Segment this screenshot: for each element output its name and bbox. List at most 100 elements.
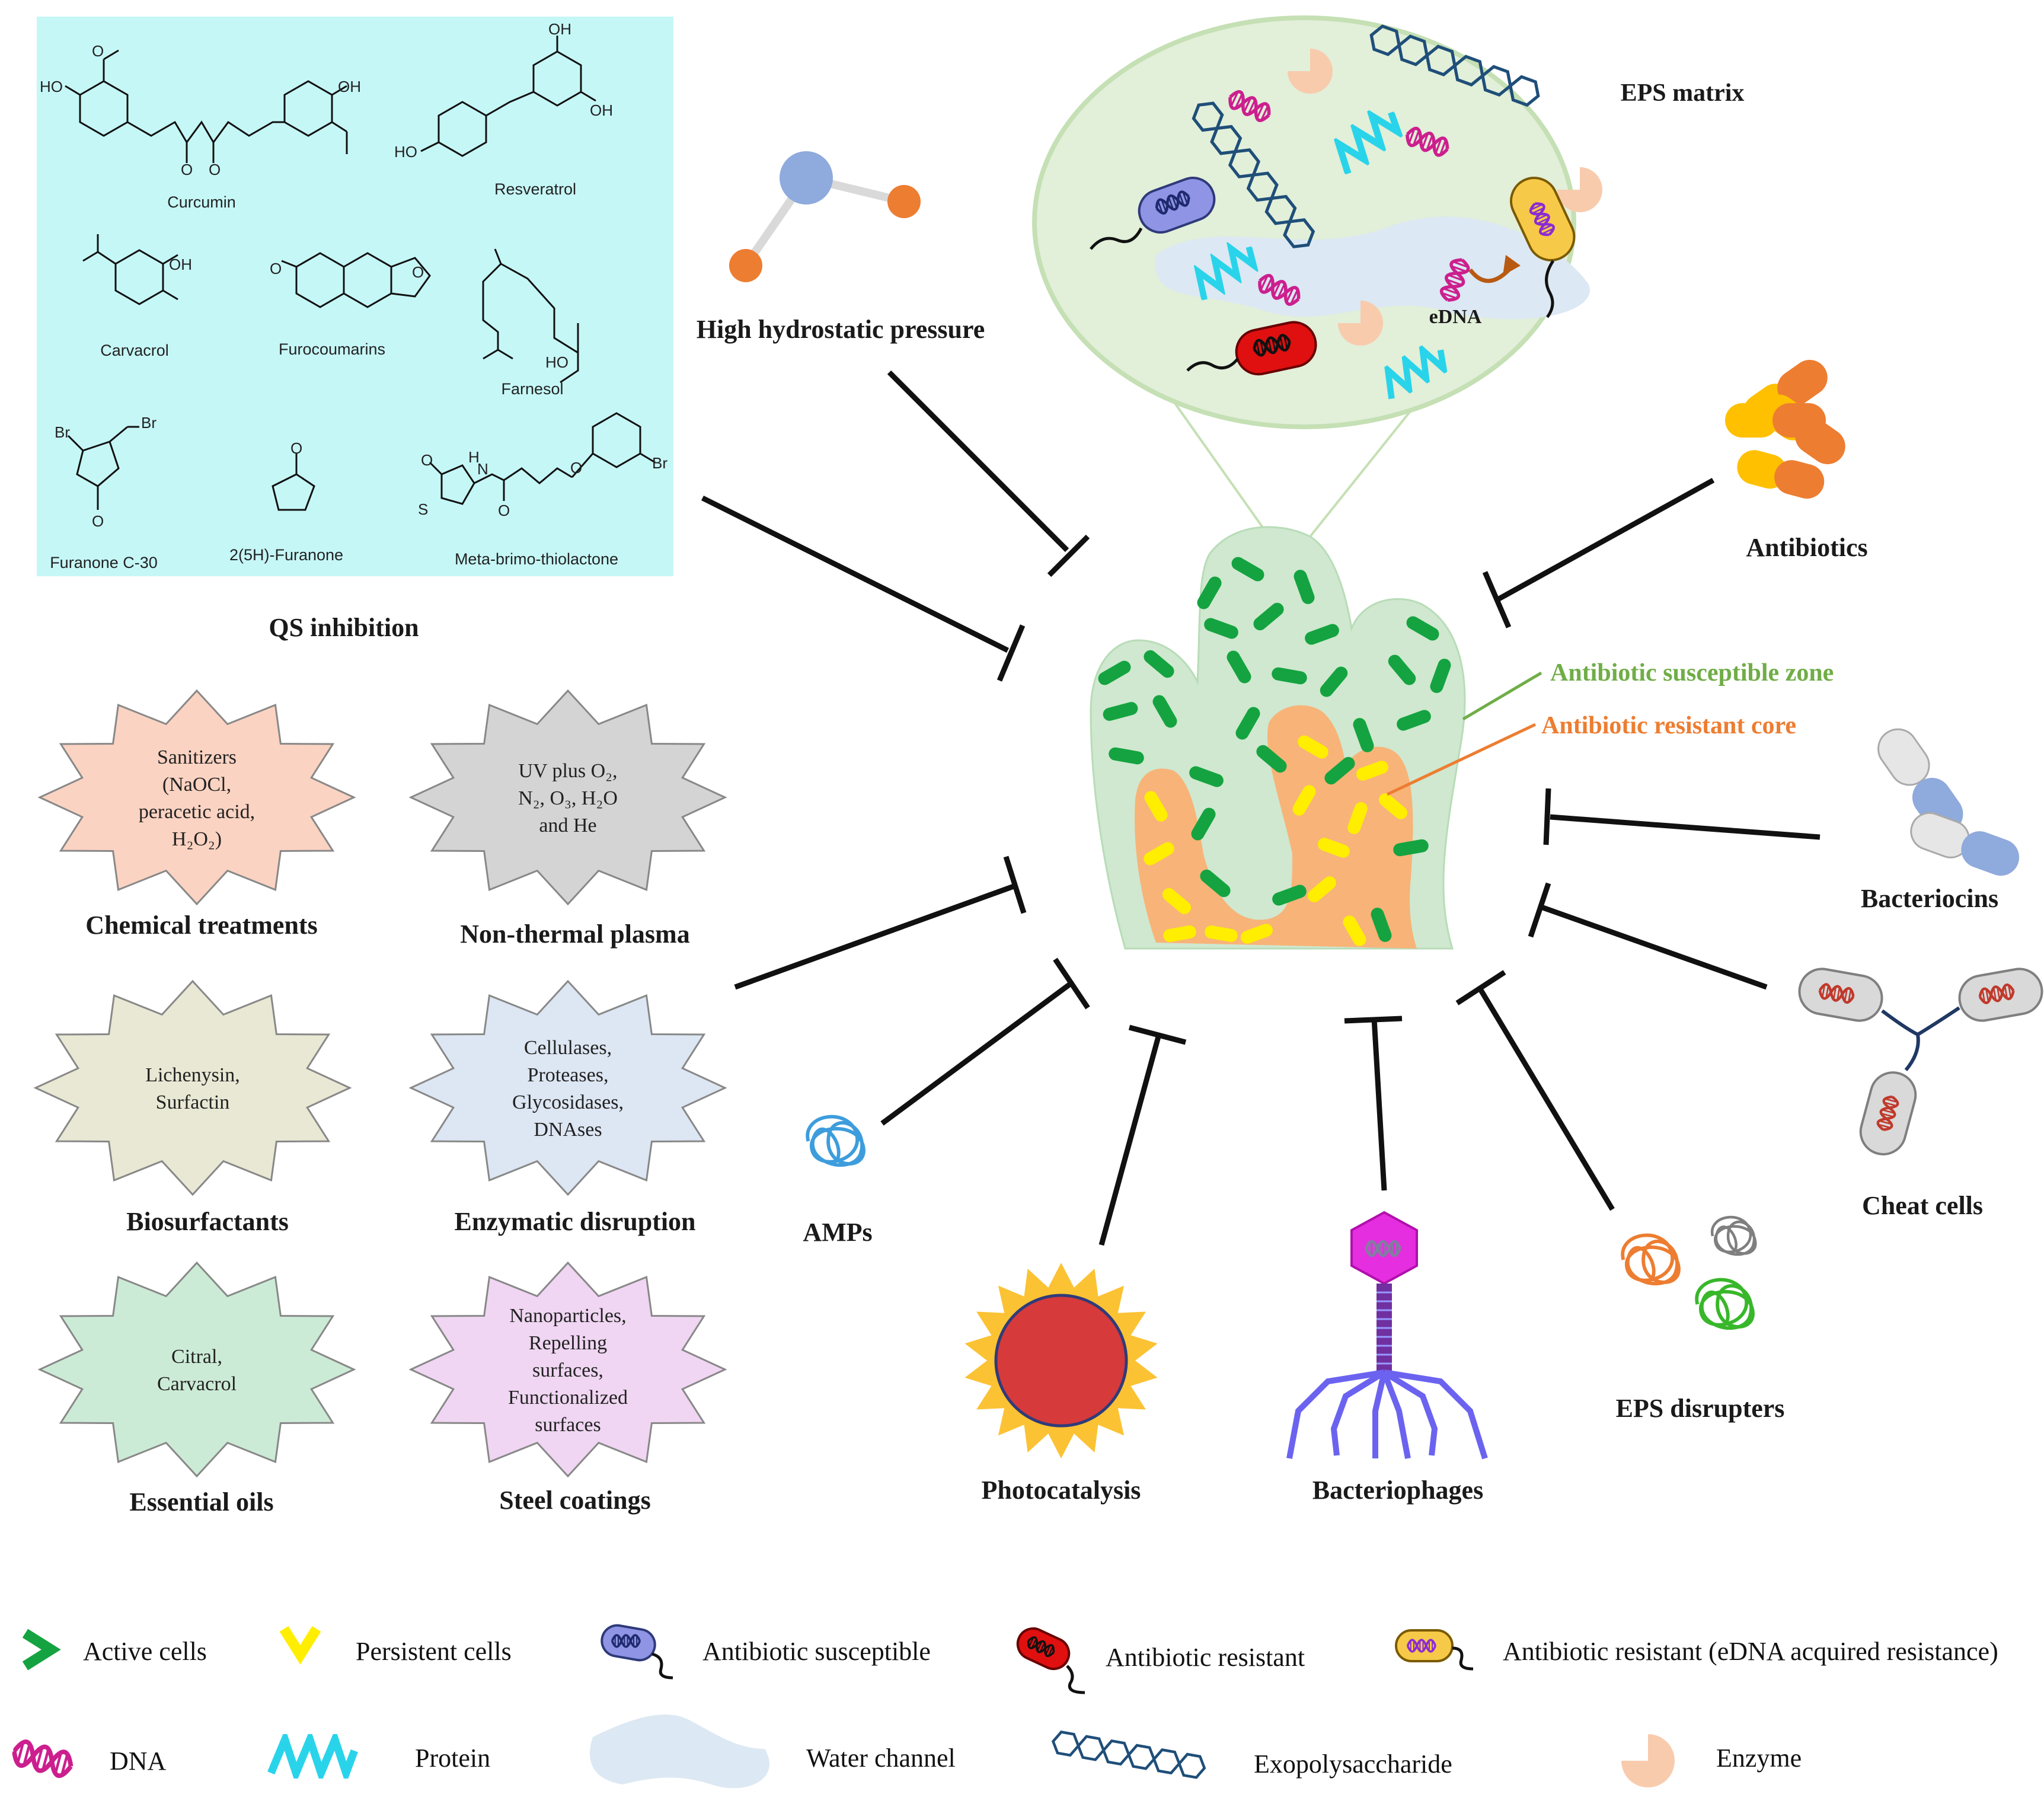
legend-label: Protein [415, 1744, 490, 1773]
compound-name: Resveratrol [494, 180, 576, 198]
active-cell [1253, 602, 1284, 631]
amps-icon: AMPs [803, 1117, 873, 1247]
active-cell [1294, 570, 1315, 604]
atom-label: O [270, 260, 282, 277]
active-cell [1393, 839, 1429, 857]
persistent-cell-icon [284, 1629, 317, 1655]
star-text-line: Carvacrol [157, 1373, 237, 1395]
star-text-line: Functionalized [508, 1387, 628, 1409]
star-text-line: and He [539, 815, 596, 837]
resistant-core-pointer [1386, 723, 1537, 796]
atom-label: OH [590, 101, 613, 119]
star-text-line: (NaOCl, [162, 774, 231, 796]
star-text-line: Citral, [171, 1346, 222, 1368]
atom-label: Br [55, 423, 70, 441]
star-text-line: DNAses [534, 1119, 602, 1141]
star-text-line: surfaces [535, 1414, 601, 1436]
atom-label: O [290, 439, 302, 457]
persistent-cell [1356, 761, 1388, 781]
carvacrol-structure [82, 234, 178, 305]
persistent-cell [1343, 915, 1366, 946]
persistent-cell [1378, 793, 1408, 819]
star-text-line: Sanitizers [157, 746, 237, 768]
antibiotics-icon: Antibiotics [1725, 360, 1868, 562]
active-cell [1235, 707, 1260, 740]
cheat-cells-label: Cheat cells [1862, 1191, 1983, 1220]
dna-icon [11, 1739, 74, 1778]
persistent-cell [1298, 735, 1328, 759]
inhibitor-line-stars [734, 855, 1027, 990]
star-shape [37, 1261, 356, 1478]
persistent-cell [1163, 925, 1196, 942]
thiolactone-structure [429, 412, 656, 505]
atom-label: HO [545, 353, 569, 371]
exopolysaccharide-icon [1051, 1731, 1206, 1779]
hhp-molecule-icon: High hydrostatic pressure [697, 151, 985, 344]
eps-disrupters-icon: EPS disrupters [1616, 1217, 1785, 1423]
biofilm-cells [1098, 557, 1451, 946]
legend-label: Persistent cells [356, 1637, 512, 1666]
treatment-label: Chemical treatments [85, 911, 317, 940]
treatment-label: Essential oils [129, 1487, 273, 1517]
inhibitor-line-hhp [887, 370, 1090, 577]
compound-name: Farnesol [501, 380, 563, 398]
atom-label: O [181, 161, 193, 178]
atom-label: O [209, 161, 221, 178]
active-cell [1200, 869, 1231, 898]
atom-label: OH [338, 78, 361, 95]
active-cell [1109, 747, 1144, 765]
active-cell [1231, 557, 1264, 582]
photocatalysis-icon: Photocatalysis [964, 1263, 1158, 1505]
active-cell [1406, 616, 1439, 641]
bacteriophages-label: Bacteriophages [1312, 1476, 1483, 1505]
inhibitor-line-qs [701, 495, 1026, 682]
legend-label: DNA [110, 1747, 167, 1776]
inhibitor-line-photocatalysis [1098, 1024, 1187, 1246]
legend: Active cells Persistent cells Antibiotic… [11, 1623, 1998, 1789]
qs-inhibition-title: QS inhibition [269, 613, 419, 642]
eps-disrupters-label: EPS disrupters [1616, 1394, 1785, 1423]
atom-label: H [468, 448, 480, 466]
enzyme [1338, 301, 1383, 346]
persistent-cell [1162, 888, 1192, 914]
active-cell [1189, 766, 1224, 787]
star-text-line: Proteases, [528, 1064, 609, 1086]
protein-icon [271, 1739, 354, 1773]
atom-label: S [418, 500, 428, 518]
enzyme-icon [1621, 1734, 1675, 1787]
resistant-bacterium [1186, 321, 1317, 376]
curcumin-structure [65, 49, 348, 163]
star-shape [33, 979, 352, 1196]
active-cell [1204, 618, 1238, 639]
inhibitor-line-bacteriocins [1543, 788, 1821, 845]
susceptible-zone-pointer [1462, 671, 1542, 721]
active-cell [1353, 718, 1374, 752]
active-cell [1388, 655, 1416, 685]
star-text-line: Cellulases, [524, 1037, 612, 1059]
star-text-line: Nanoparticles, [509, 1305, 626, 1327]
atom-label: O [92, 512, 104, 530]
legend-label: Antibiotic resistant [1106, 1643, 1305, 1672]
treatment-star: Cellulases,Proteases,Glycosidases,DNAses… [408, 979, 727, 1236]
star-text-line: surfaces, [532, 1359, 603, 1381]
zoom-line [1297, 387, 1430, 553]
edna-label: eDNA [1429, 306, 1482, 328]
star-text-line: Lichenysin, [145, 1064, 240, 1086]
furanone-2-5h-structure [272, 454, 315, 511]
atom-label: OH [548, 20, 571, 38]
compound-name: Meta-brimo-thiolactone [455, 550, 618, 568]
resveratrol-structure [420, 36, 596, 157]
persistent-cell [1205, 925, 1238, 942]
active-cell [1272, 667, 1307, 685]
amps-label: AMPs [803, 1218, 872, 1247]
inhibitor-line-bacteriophages [1344, 1016, 1403, 1191]
star-text-line: UV plus O₂, [518, 760, 617, 782]
photocatalysis-label: Photocatalysis [982, 1476, 1141, 1505]
active-cell [1227, 650, 1251, 684]
persistent-cell [1307, 876, 1337, 902]
qs-inhibition-panel: HO O OH O O OH OH HO OH O O HO Br Br O O… [37, 17, 673, 642]
atom-label: O [498, 502, 510, 519]
antibiotics-label: Antibiotics [1746, 533, 1867, 562]
